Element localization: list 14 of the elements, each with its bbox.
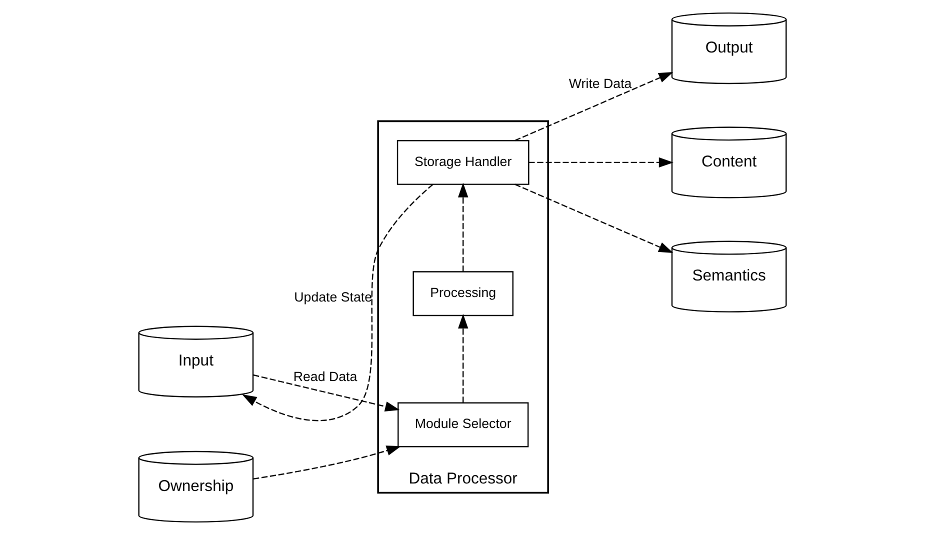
node-box: Storage Handler (396, 140, 530, 185)
edge-label: Update State (294, 289, 372, 304)
edge-label: Read Data (293, 368, 358, 384)
edge-label: Write Data (568, 76, 632, 92)
arrow (458, 314, 468, 403)
arrow (514, 184, 674, 253)
arrow (253, 446, 402, 480)
arrow (528, 157, 674, 168)
arrow (242, 184, 434, 422)
node-box: Module Selector (398, 402, 529, 448)
arrow (253, 374, 400, 412)
arrow (514, 72, 674, 142)
arrow (458, 182, 468, 272)
node-box: Processing (412, 271, 514, 316)
